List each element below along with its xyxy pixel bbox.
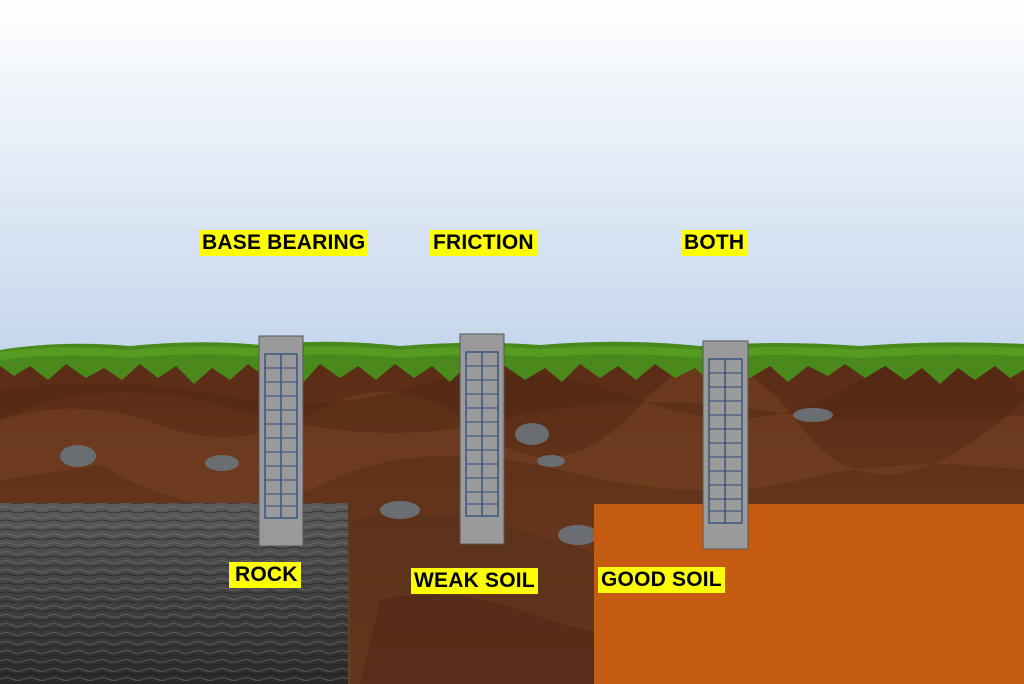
label-weak-soil: WEAK SOIL xyxy=(411,568,538,594)
label-rock: ROCK xyxy=(229,562,301,588)
sky xyxy=(0,0,1024,370)
pile-friction xyxy=(459,333,505,545)
pile-both xyxy=(702,340,749,550)
stones xyxy=(60,408,833,545)
good-soil-layer xyxy=(594,504,1024,684)
label-friction: FRICTION xyxy=(430,230,537,256)
label-good-soil: GOOD SOIL xyxy=(598,567,725,593)
soil-texture xyxy=(0,350,1024,684)
label-both: BOTH xyxy=(681,230,748,256)
label-base-bearing: BASE BEARING xyxy=(199,230,369,256)
pile-base-bearing xyxy=(258,335,304,547)
